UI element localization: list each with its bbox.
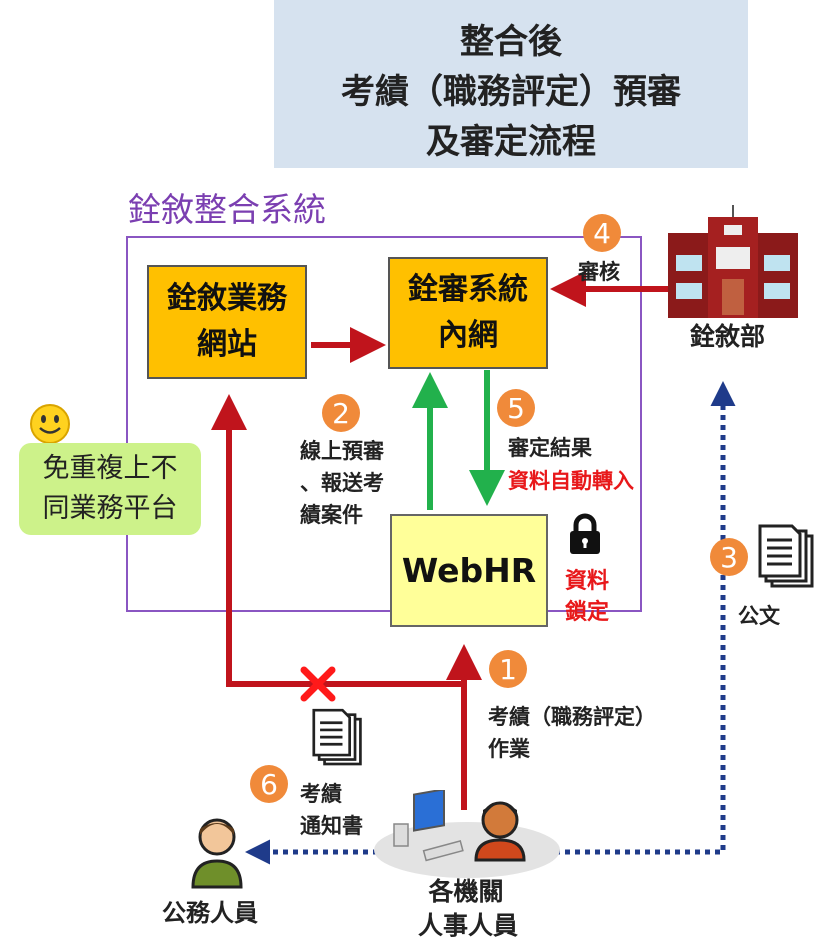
lock-label-line1: 資料 bbox=[565, 569, 610, 594]
step-2-badge: 2 bbox=[322, 394, 360, 432]
step-1-badge: 1 bbox=[489, 650, 527, 688]
lock-icon bbox=[570, 513, 600, 554]
smiley-icon bbox=[30, 404, 70, 444]
step-6-line1: 考績 bbox=[300, 782, 342, 806]
webhr-box: WebHR bbox=[390, 514, 548, 627]
person-icon bbox=[474, 801, 526, 862]
computer-icon bbox=[393, 790, 464, 862]
step-3-label: 公文 bbox=[738, 604, 780, 628]
agency-label-line2: 人事人員 bbox=[417, 911, 518, 940]
arrow-blocked-to-portal bbox=[211, 394, 464, 687]
title-line-3: 及審定流程 bbox=[426, 122, 596, 162]
notice-document-icon bbox=[312, 708, 362, 766]
system-label: 銓敘整合系統 bbox=[128, 190, 326, 229]
ministry-label: 銓敘部 bbox=[690, 322, 766, 351]
title-box: 整合後 考績（職務評定）預審 及審定流程 bbox=[274, 0, 748, 168]
step-3-badge: 3 bbox=[710, 538, 748, 576]
portal-box: 銓敘業務 網站 bbox=[147, 265, 307, 379]
blocked-x-icon bbox=[300, 666, 336, 702]
step-5-badge: 5 bbox=[497, 389, 535, 427]
agency-label-line1: 各機關 bbox=[428, 877, 504, 906]
step-6-line2: 通知書 bbox=[300, 814, 363, 838]
step-1-line1: 考績（職務評定） bbox=[488, 705, 656, 729]
building-icon bbox=[668, 205, 798, 318]
civil-servant-person-icon bbox=[191, 818, 243, 889]
portal-box-line2: 網站 bbox=[197, 327, 257, 362]
review-box-line2: 內網 bbox=[438, 318, 498, 353]
step-1-line2: 作業 bbox=[488, 737, 530, 761]
lock-label-line2: 鎖定 bbox=[565, 600, 610, 625]
step-5-line1: 審定結果 bbox=[508, 436, 592, 460]
review-box-line1: 銓審系統 bbox=[408, 272, 528, 307]
portal-box-line1: 銓敘業務 bbox=[167, 281, 287, 316]
review-system-box: 銓審系統 內網 bbox=[388, 257, 548, 369]
document-icon bbox=[758, 524, 814, 588]
step-2-line1: 線上預審 bbox=[300, 439, 384, 463]
step-4-label: 審核 bbox=[578, 260, 620, 284]
step-6-badge: 6 bbox=[250, 765, 288, 803]
system-frame bbox=[126, 236, 642, 612]
agency-staff-group bbox=[374, 790, 560, 878]
note-line1: 免重複上不 bbox=[42, 453, 178, 484]
step-5-line2: 資料自動轉入 bbox=[508, 469, 634, 493]
step-2-line3: 績案件 bbox=[300, 503, 363, 527]
note-box: 免重複上不 同業務平台 bbox=[19, 443, 201, 535]
note-line2: 同業務平台 bbox=[42, 493, 178, 524]
title-line-1: 整合後 bbox=[460, 22, 562, 62]
title-line-2: 考績（職務評定）預審 bbox=[341, 72, 681, 112]
step-2-line2: 、報送考 bbox=[300, 471, 384, 495]
step-4-badge: 4 bbox=[583, 214, 621, 252]
civil-servant-label: 公務人員 bbox=[162, 899, 258, 927]
